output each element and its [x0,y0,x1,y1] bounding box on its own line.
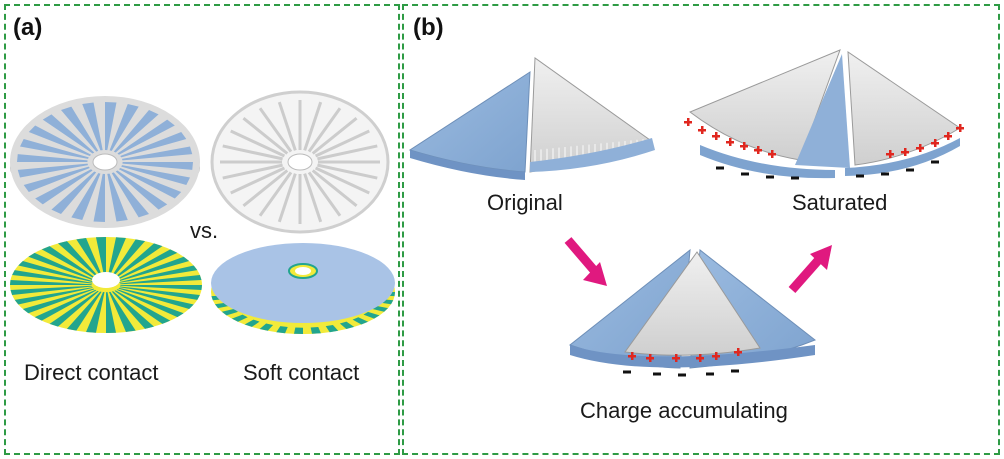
sector-charge-accumulating [568,248,816,377]
soft-contact-disc [211,243,395,334]
arrow-up-right [788,245,832,293]
striped-disc-direct-contact [10,237,202,333]
caption-soft-contact: Soft contact [243,360,360,385]
panel-a-frame [4,4,400,455]
panel-b-frame [402,4,1000,455]
panel-a-label: (a) [13,14,43,41]
sector-original [408,57,655,180]
vs-label: vs. [190,218,219,243]
caption-original: Original [487,190,563,215]
arrow-down-right [564,237,607,286]
stator-disc-top-left [10,96,200,228]
caption-charge-accumulating: Charge accumulating [580,398,788,423]
caption-direct-contact: Direct contact [24,360,159,385]
panel-b-label: (b) [413,14,444,41]
caption-saturated: Saturated [792,190,888,215]
sector-saturated [684,49,964,180]
brush-rotor-top-right [210,90,390,234]
